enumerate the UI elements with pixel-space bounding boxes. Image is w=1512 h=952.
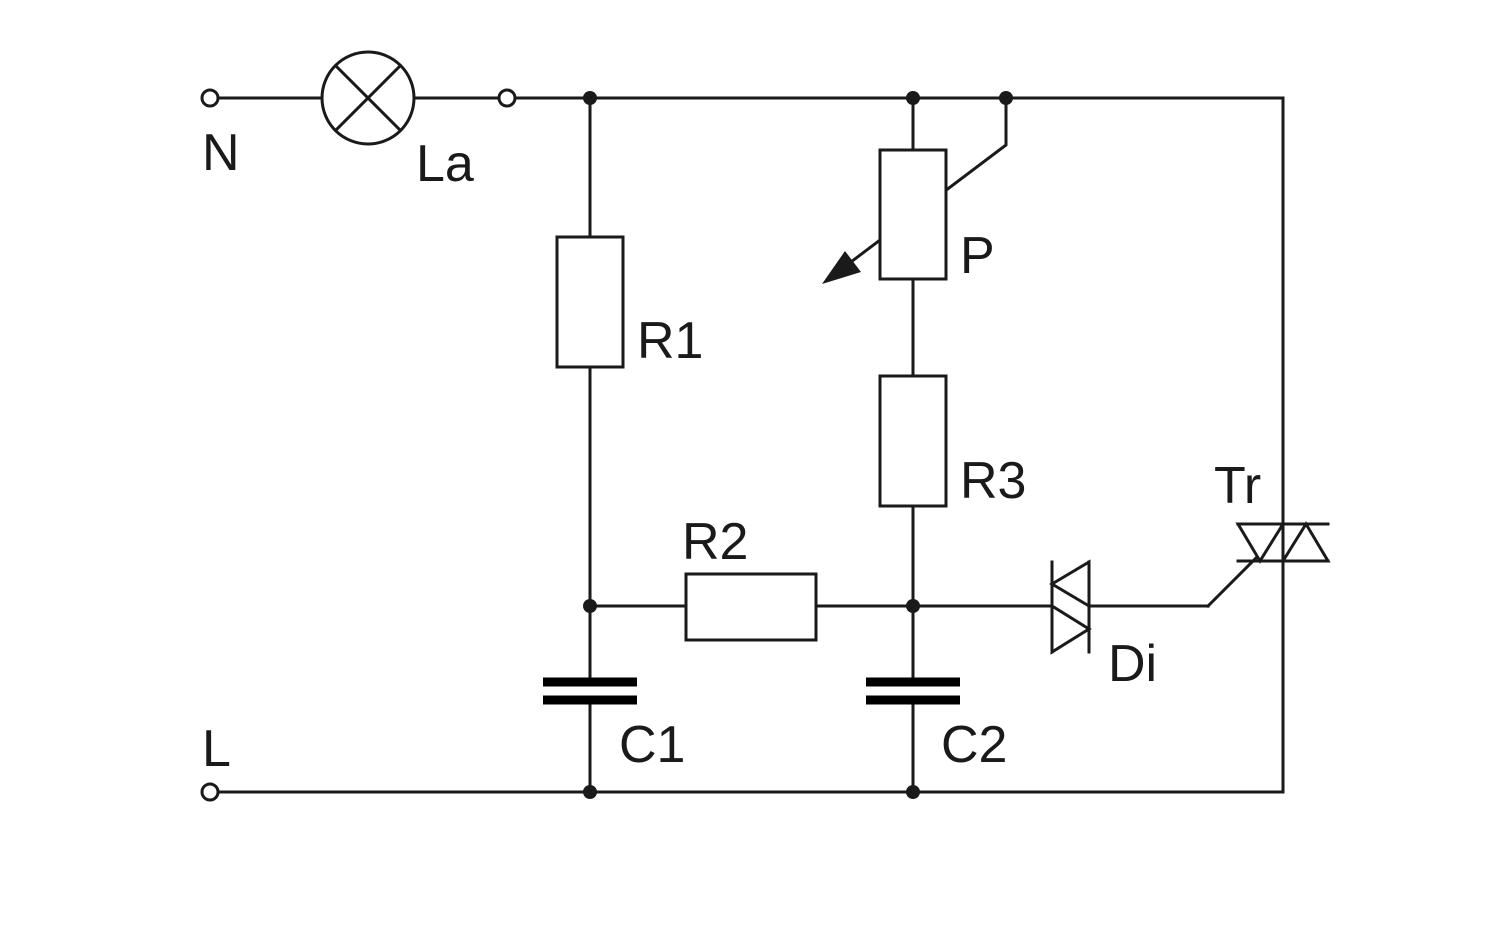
potentiometer-p <box>878 148 948 281</box>
junction-dot <box>999 91 1013 105</box>
label-tr: Tr <box>1214 457 1261 515</box>
junction-dot <box>906 599 920 613</box>
lamp-symbol <box>320 50 416 146</box>
resistor-r1 <box>555 235 625 369</box>
label-c1: C1 <box>619 716 685 774</box>
junction-dot <box>906 785 920 799</box>
label-l: L <box>202 720 231 778</box>
resistor-r3 <box>878 374 948 508</box>
label-p: P <box>960 227 995 285</box>
label-la: La <box>416 135 474 193</box>
label-di: Di <box>1108 635 1157 693</box>
junction-dot <box>583 599 597 613</box>
label-r2: R2 <box>682 513 748 571</box>
diac-symbol <box>1049 559 1092 655</box>
terminal-l <box>200 782 220 802</box>
resistor-r2 <box>684 572 818 642</box>
junction-dot <box>583 91 597 105</box>
triac-symbol <box>1235 521 1331 564</box>
junction-dot <box>906 91 920 105</box>
wire-triac-gate <box>1205 553 1261 609</box>
junctions <box>583 91 1013 799</box>
label-r1: R1 <box>637 312 703 370</box>
terminal-lamp-out <box>497 88 517 108</box>
capacitor-c1 <box>543 677 637 705</box>
label-n: N <box>202 124 240 182</box>
wires <box>215 96 1285 794</box>
label-c2: C2 <box>941 716 1007 774</box>
terminal-n <box>200 88 220 108</box>
label-r3: R3 <box>960 452 1026 510</box>
pot-arrow-icon <box>822 251 861 284</box>
capacitor-c2 <box>866 677 960 705</box>
junction-dot <box>583 785 597 799</box>
